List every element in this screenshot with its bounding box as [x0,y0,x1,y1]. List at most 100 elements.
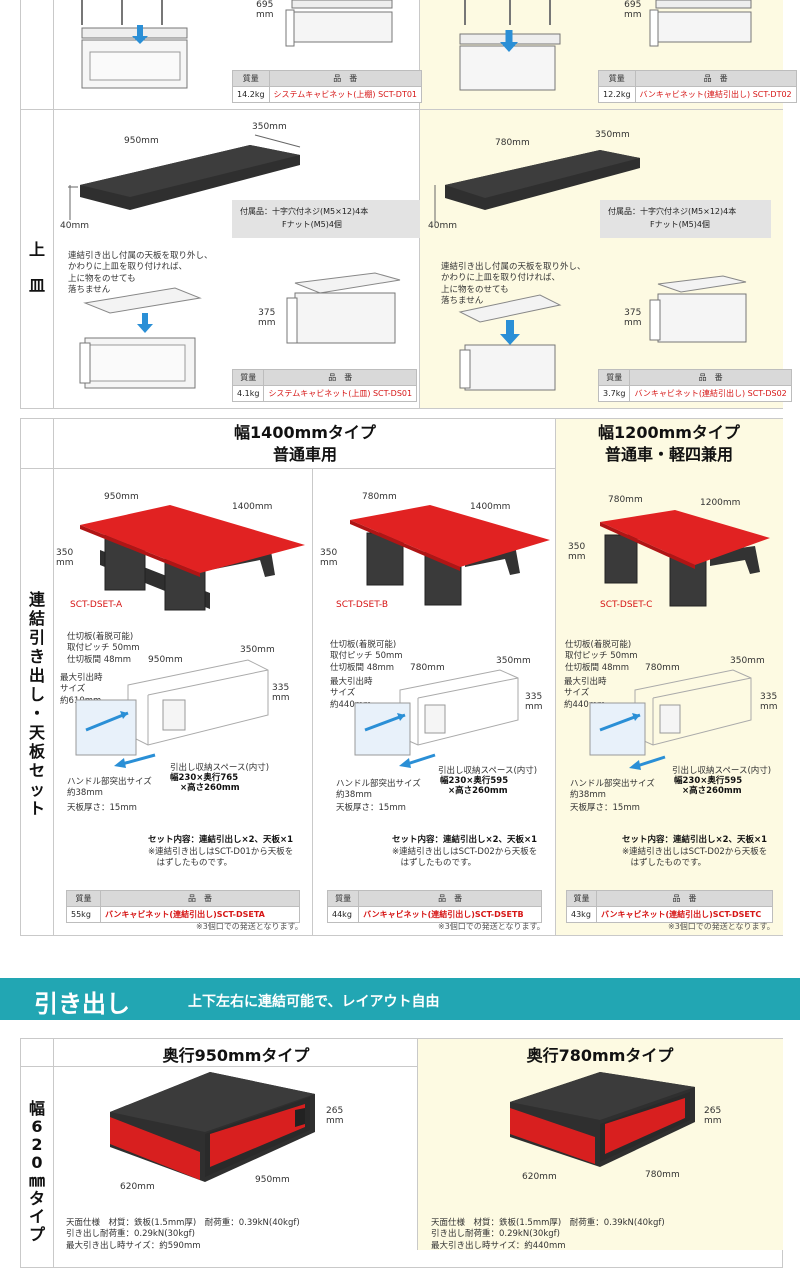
title-char: 引 [28,628,45,647]
part-code: システムキャビネット(上棚) SCT-DT01 [268,86,423,103]
drawer-illustration-950 [110,1072,315,1182]
tray-left-assembled-height: 375 mm [258,308,276,328]
part-code: システムキャビネット(上皿) SCT-DS01 [263,385,418,402]
cabinet-shelf-illustration-left [81,0,188,89]
inner-height-dim: 335 mm [760,692,778,712]
tray-right-accessory-box: 付属品：十字穴付ネジ(M5×12)4本 Fナット(M5)4個 [600,200,771,238]
partno-header: 品 番 [596,890,773,907]
top-left-height-dim: 695 mm [256,0,274,20]
set-content-note: ※連結引き出しはSCT-D02から天板を はずしたものです。 [392,847,538,869]
inner-depth-dim: 780mm [645,663,680,673]
weight-header: 質量 [565,890,598,907]
accessory-line: 付属品：十字穴付ネジ(M5×12)4本 [608,207,737,216]
title-char: 連 [28,590,45,609]
drawer-780-depth-dim: 780mm [645,1170,680,1180]
tray-install-illustration-right [458,294,562,391]
set-section-title: 連 結 引 き 出 し ・ 天 板 セ ッ ト [22,590,52,818]
title-char: 0 [31,1153,43,1172]
set-content: セット内容：連結引出し×2、天板×1 [622,835,768,845]
header-line: 幅1400mmタイプ [234,423,376,442]
accessory-line: 付属品：十字穴付ネジ(M5×12)4本 [240,207,369,216]
title-char: タ [28,1189,45,1208]
tray-left-note: 連結引き出し付属の天板を取り外し、 かわりに上皿を取り付ければ、 上に物をのせて… [68,251,213,296]
set-illustration [600,510,770,607]
set-model-label: SCT-DSET-C [600,600,653,610]
title-char: 板 [28,742,45,761]
drawer-side-cell [20,1038,54,1268]
weight-value: 44kg [326,906,360,923]
tray-right-depth-dim: 780mm [495,138,530,148]
part-code: バンキャビネット(連結引出し)SCT-DSETB [358,906,542,923]
top-thickness: 天板厚さ：15mm [336,803,406,813]
partno-header: 品 番 [629,369,792,386]
spec-line: 引き出し耐荷重：0.29kN(30kgf) [431,1229,560,1240]
top-right-height-dim: 695 mm [624,0,642,20]
set-model-label: SCT-DSET-B [336,600,389,610]
header-780: 奥行780mmタイプ [526,1046,674,1065]
header-line: 幅1200mmタイプ [598,423,740,442]
shipping-note: ※3個口での発送となります。 [438,922,545,931]
set-model-label: SCT-DSET-A [70,600,123,610]
weight-value: 3.7kg [597,385,631,402]
weight-header: 質量 [598,70,636,87]
inner-height-dim: 335 mm [272,683,290,703]
tray-right-height-dim: 40mm [428,221,457,231]
spec-line: 引き出し耐荷重：0.29kN(30kgf) [66,1229,195,1240]
pull-arrow-icon [399,753,436,768]
spec-line: 最大引き出し時サイズ：約440mm [431,1240,566,1251]
cabinet-front-illustration-left [285,0,393,47]
title-char: セ [28,761,45,780]
drawer-header-divider [20,1066,783,1067]
tray-illustration-left [68,134,301,220]
drawer-frame-illustration [354,669,519,756]
storage-space-dim1: 幅230×奥行595 [674,776,743,786]
storage-space-note: 引出し収納スペース(内寸) [170,763,270,773]
set-partition-note: 仕切板(着脱可能) 取付ピッチ 50mm 仕切板間 48mm [330,640,403,673]
tray-section-title: 上 皿 [22,232,52,304]
title-char: ・ [28,704,45,723]
header-line: 普通車用 [272,445,337,464]
inner-width-dim: 350mm [730,656,765,666]
set-width-dim: 1400mm [232,502,273,512]
tray-right-assembled-height: 375 mm [624,308,642,328]
title-char: き [28,647,45,666]
tray-right-note: 連結引き出し付属の天板を取り外し、 かわりに上皿を取り付ければ、 上に物をのせて… [441,262,586,307]
max-drawn-size: 最大引出時 サイズ 約440mm [330,677,373,710]
banner-title: 引き出し [34,990,130,1018]
tray-left-accessory-box: 付属品：十字穴付ネジ(M5×12)4本 Fナット(M5)4個 [232,200,420,238]
top-thickness: 天板厚さ：15mm [67,803,137,813]
set-illustration [350,505,550,606]
banner-subtitle: 上下左右に連結可能で、レイアウト自由 [188,994,440,1010]
tray-left-height-dim: 40mm [60,221,89,231]
title-char: 結 [28,609,45,628]
set-header-divider [20,468,783,469]
weight-value: 12.2kg [598,86,636,103]
weight-header: 質量 [597,369,631,386]
partno-header: 品 番 [634,70,797,87]
tray-assembled-illustration-left [286,272,401,344]
set-height-dim: 350 mm [56,548,74,568]
set-width-dim: 1400mm [470,502,511,512]
handle-note: ハンドル部突出サイズ 約38mm [67,777,152,799]
header-950: 奥行950mmタイプ [162,1046,310,1065]
tray-side-cell [20,109,54,409]
set-height-dim: 350 mm [320,548,338,568]
set-content-note: ※連結引き出しはSCT-D02から天板を はずしたものです。 [622,847,768,869]
title-char: イ [28,1207,45,1226]
drawer-950-width-dim: 620mm [120,1182,155,1192]
drawer-780-width-dim: 620mm [522,1172,557,1182]
header-line: 普通車・軽四兼用 [604,445,733,464]
set-content-note: ※連結引き出しはSCT-D01から天板を はずしたものです。 [148,847,294,869]
storage-space-note: 引出し収納スペース(内寸) [672,766,772,776]
title-char: し [28,685,45,704]
storage-space-dim1: 幅230×奥行765 [170,773,239,783]
storage-space-note: 引出し収納スペース(内寸) [438,766,538,776]
inner-width-dim: 350mm [240,645,275,655]
title-char: 6 [31,1117,43,1136]
spec-line: 天面仕様 材質：鉄板(1.5mm厚) 耐荷重：0.39kN(40kgf) [431,1218,665,1228]
drawer-frame-illustration [589,669,752,756]
drawer-950-spec: 天面仕様 材質：鉄板(1.5mm厚) 耐荷重：0.39kN(40kgf) 引き出… [66,1218,300,1252]
